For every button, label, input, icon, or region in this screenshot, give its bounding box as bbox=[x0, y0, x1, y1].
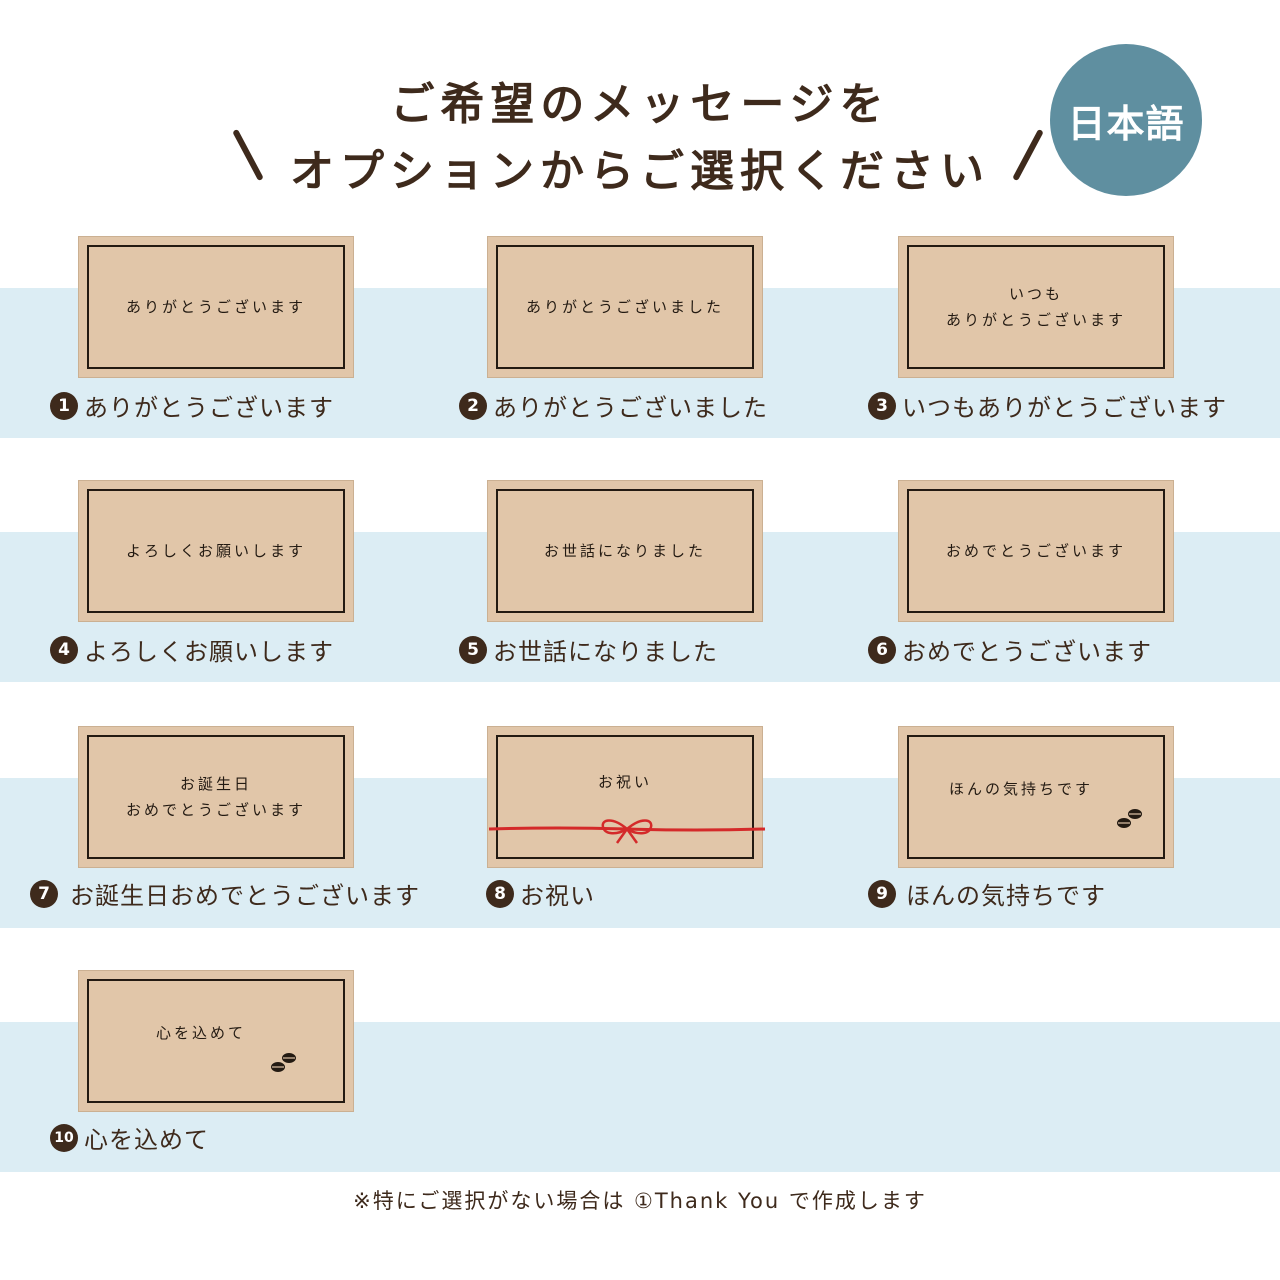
option-label-text: お世話になりました bbox=[493, 638, 718, 666]
option-label-10[interactable]: 10 心を込めて bbox=[50, 1120, 209, 1155]
card-frame: ありがとうございます bbox=[87, 245, 345, 369]
card-frame: よろしくお願いします bbox=[87, 489, 345, 613]
page-title-line-1: ご希望のメッセージを bbox=[390, 79, 890, 130]
card-message: お世話になりました bbox=[543, 542, 706, 560]
option-label-8[interactable]: 8 お祝い bbox=[486, 876, 595, 911]
option-label-text: お誕生日おめでとうございます bbox=[70, 882, 420, 910]
message-card-1: ありがとうございます bbox=[78, 236, 354, 378]
option-number-badge: 7 bbox=[30, 879, 58, 908]
card-message: おめでとうございます bbox=[945, 542, 1126, 560]
message-card-9: ほんの気持ちです bbox=[898, 726, 1174, 868]
option-number-badge: 1 bbox=[50, 391, 78, 420]
card-frame: ほんの気持ちです bbox=[907, 735, 1165, 859]
option-number-badge: 9 bbox=[868, 879, 896, 908]
message-card-7: お誕生日 おめでとうございます bbox=[78, 726, 354, 868]
option-label-text: よろしくお願いします bbox=[84, 638, 334, 666]
option-label-9[interactable]: 9 ほんの気持ちです bbox=[868, 876, 1106, 911]
card-frame: お祝い bbox=[488, 735, 766, 859]
red-ribbon-bow-icon bbox=[488, 819, 766, 844]
option-label-5[interactable]: 5 お世話になりました bbox=[459, 632, 718, 667]
option-number-badge: 3 bbox=[868, 391, 896, 420]
message-card-10: 心を込めて bbox=[78, 970, 354, 1112]
option-number-badge: 6 bbox=[868, 635, 896, 664]
option-number-badge: 2 bbox=[459, 391, 487, 420]
option-label-2[interactable]: 2 ありがとうございました bbox=[459, 388, 768, 423]
option-label-4[interactable]: 4 よろしくお願いします bbox=[50, 632, 334, 667]
card-message: お祝い bbox=[597, 773, 652, 791]
card-message: ほんの気持ちです bbox=[948, 780, 1093, 798]
option-label-text: いつもありがとうございます bbox=[902, 394, 1227, 422]
option-label-3[interactable]: 3 いつもありがとうございます bbox=[868, 388, 1227, 423]
card-message-line-2: おめでとうございます bbox=[125, 801, 306, 819]
message-card-4: よろしくお願いします bbox=[78, 480, 354, 622]
option-number-badge: 8 bbox=[486, 879, 514, 908]
card-message: ありがとうございます bbox=[125, 298, 306, 316]
card-message: よろしくお願いします bbox=[125, 542, 306, 560]
message-card-2: ありがとうございました bbox=[487, 236, 763, 378]
page-title-line-2: オプションからご選択ください bbox=[290, 146, 990, 197]
card-message: ありがとうございました bbox=[525, 298, 724, 316]
card-message-line-1: お誕生日 bbox=[179, 775, 252, 793]
option-label-6[interactable]: 6 おめでとうございます bbox=[868, 632, 1152, 667]
message-card-8: お祝い bbox=[487, 726, 766, 868]
card-message-line-2: ありがとうございます bbox=[945, 311, 1126, 329]
option-label-text: お祝い bbox=[520, 882, 595, 910]
message-card-6: おめでとうございます bbox=[898, 480, 1174, 622]
language-badge: 日本語 bbox=[1050, 44, 1202, 196]
card-message: 心を込めて bbox=[155, 1024, 246, 1042]
card-frame: おめでとうございます bbox=[907, 489, 1165, 613]
option-label-text: ありがとうございます bbox=[84, 394, 334, 422]
card-frame: いつも ありがとうございます bbox=[907, 245, 1165, 369]
option-number-badge: 10 bbox=[50, 1123, 78, 1152]
option-number-badge: 4 bbox=[50, 635, 78, 664]
card-frame: お世話になりました bbox=[496, 489, 754, 613]
card-message-line-1: いつも bbox=[1008, 285, 1063, 303]
option-label-text: ありがとうございました bbox=[493, 394, 768, 422]
option-label-7[interactable]: 7 お誕生日おめでとうございます bbox=[30, 876, 420, 911]
coffee-beans-icon bbox=[1117, 809, 1142, 828]
option-number-badge: 5 bbox=[459, 635, 487, 664]
footer-note: ※特にご選択がない場合は ①Thank You で作成します bbox=[353, 1189, 927, 1213]
option-label-text: ほんの気持ちです bbox=[906, 882, 1106, 910]
option-label-text: 心を込めて bbox=[84, 1126, 209, 1154]
option-label-text: おめでとうございます bbox=[902, 638, 1152, 666]
card-frame: 心を込めて bbox=[87, 979, 345, 1103]
card-frame: ありがとうございました bbox=[496, 245, 754, 369]
message-card-5: お世話になりました bbox=[487, 480, 763, 622]
card-frame: お誕生日 おめでとうございます bbox=[87, 735, 345, 859]
coffee-beans-icon bbox=[271, 1053, 296, 1072]
message-card-3: いつも ありがとうございます bbox=[898, 236, 1174, 378]
option-label-1[interactable]: 1 ありがとうございます bbox=[50, 388, 334, 423]
